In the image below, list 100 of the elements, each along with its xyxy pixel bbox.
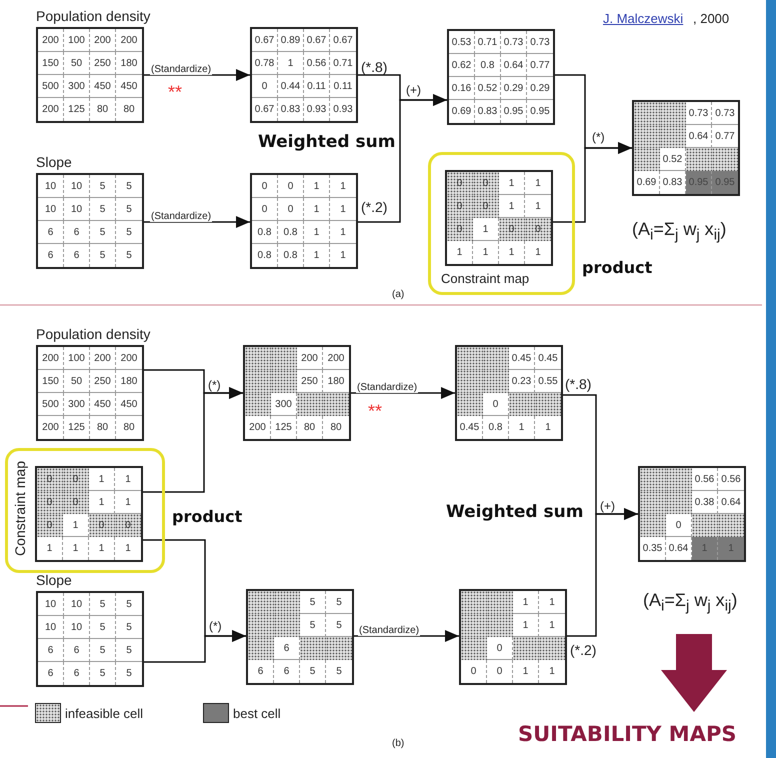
formula: (A$_{i}$=Σ$_{j}$ w$_{j}$ x$_{ij}$): [643, 590, 738, 615]
weight-label: (*.8): [565, 376, 592, 392]
cell-value: 100: [68, 34, 85, 46]
cell-value: 0.67: [254, 34, 274, 46]
cell-value: 5: [100, 644, 106, 656]
infeasible-cell: 0: [447, 218, 473, 241]
cell-value: 80: [330, 422, 342, 433]
cell-value: 200: [42, 34, 59, 46]
cell-value: 150: [42, 376, 59, 386]
arrow: [358, 94, 447, 223]
cell-value: 5: [126, 204, 132, 214]
cell-value: 0: [262, 80, 268, 92]
cell-value: 50: [70, 376, 82, 386]
cell-value: 500: [42, 398, 59, 410]
cell-value: 0.73: [530, 36, 550, 48]
arrow: [553, 142, 632, 223]
cell-value: 1: [518, 422, 524, 433]
cell-value: 0.78: [254, 58, 274, 68]
cell-value: 0.77: [530, 60, 550, 70]
cell-value: 0.11: [334, 80, 352, 92]
infeasible-cell: 0: [447, 172, 473, 195]
cell-value: 0.73: [688, 108, 708, 118]
cell-value: 1: [98, 496, 104, 508]
cell-value: 300: [275, 398, 292, 410]
cell-value: 180: [120, 58, 138, 68]
box-caption: Constraint map: [12, 461, 28, 556]
cell-value: 0.73: [715, 108, 735, 118]
cell-value: 125: [68, 104, 85, 115]
cell-value: 200: [94, 34, 111, 46]
cell-value: 5: [336, 596, 342, 608]
cell-value: 200: [42, 352, 59, 364]
cell-value: 0.8: [480, 60, 494, 70]
cell-value: 6: [74, 250, 80, 261]
cell-value: 80: [123, 422, 135, 433]
cell-value: 6: [74, 226, 80, 238]
cell-value: 6: [74, 644, 80, 656]
cell-value: 5: [126, 622, 132, 632]
cell-value: 0.64: [721, 496, 741, 508]
cell-value: 0: [676, 520, 682, 530]
step-heading: product: [582, 258, 652, 277]
cell-value: 200: [42, 104, 59, 115]
cell-value: 200: [120, 352, 138, 364]
arrow: [143, 387, 243, 493]
grid-title: Slope: [36, 154, 72, 170]
infeasible-cell: 0: [525, 218, 551, 241]
cell-value: 6: [48, 668, 54, 679]
cell-value: 5: [310, 596, 316, 608]
cell-value: 500: [42, 80, 59, 92]
cell-value: 0.95: [504, 106, 524, 117]
cell-value: 0.55: [538, 376, 558, 386]
cell-value: 0: [262, 180, 268, 192]
cell-value: 1: [545, 422, 551, 433]
cell-value: 0.8: [258, 250, 272, 261]
asterisk-mark: **: [168, 82, 182, 103]
cell-value: 5: [100, 204, 106, 214]
cell-value: 0.73: [504, 36, 524, 48]
cell-value: 1: [522, 666, 528, 677]
cell-value: 5: [126, 250, 132, 261]
cell-value: 5: [100, 622, 106, 632]
cell-value: 125: [275, 422, 292, 433]
cell-value: 10: [70, 180, 82, 192]
cell-value: 0.53: [452, 36, 472, 48]
cell-value: 200: [120, 34, 138, 46]
arrow: [143, 69, 250, 81]
cell-value: 200: [42, 422, 59, 433]
cell-value: 5: [310, 666, 316, 677]
infeasible-cell: 0: [37, 491, 63, 514]
cell-value: 1: [340, 204, 346, 214]
citation-link: J. Malczewski: [603, 11, 684, 26]
cell-value: 5: [126, 668, 132, 679]
cell-value: 6: [284, 642, 290, 654]
edge-label: (*): [207, 378, 222, 392]
cell-value: 200: [328, 352, 344, 364]
cell-value: 200: [301, 352, 318, 364]
cell-value: 0.52: [662, 154, 682, 164]
cell-value: 0.45: [538, 352, 558, 364]
cell-value: 0.44: [280, 80, 300, 92]
cell-value: 5: [126, 180, 132, 192]
cell-value: 450: [94, 80, 111, 92]
cell-value: 1: [314, 180, 320, 192]
cell-value: 100: [68, 352, 85, 364]
step-heading: product: [172, 507, 242, 526]
cell-value: 10: [44, 204, 56, 214]
cell-value: 10: [70, 598, 82, 610]
cell-value: 0.29: [504, 82, 524, 94]
cell-value: 1: [314, 226, 320, 238]
arrow: [567, 508, 638, 637]
highlight-box: [428, 152, 575, 295]
cell-value: 5: [126, 644, 132, 656]
cell-value: 80: [123, 104, 135, 115]
cell-value: 80: [304, 422, 316, 433]
cell-value: 1: [482, 247, 488, 258]
arrow: [353, 630, 459, 642]
cell-value: 0.93: [306, 104, 326, 115]
cell-value: 1: [508, 247, 514, 258]
cell-value: 125: [68, 422, 85, 433]
cell-value: 0: [492, 398, 498, 410]
cell-value: 1: [456, 247, 462, 258]
cell-value: 0.8: [488, 422, 502, 433]
cell-value: 10: [70, 204, 82, 214]
